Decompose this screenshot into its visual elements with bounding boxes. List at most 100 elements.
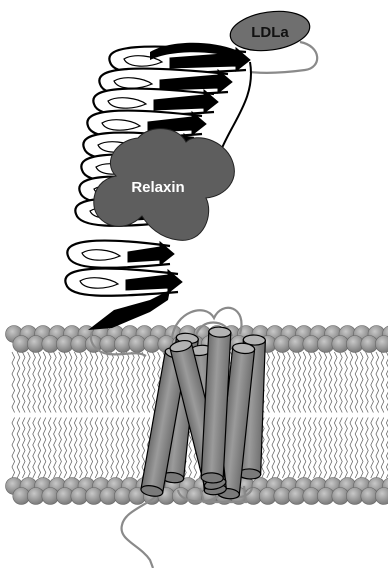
transmembrane-domain bbox=[140, 327, 265, 500]
lipid-tail bbox=[142, 352, 145, 413]
lipid-tail bbox=[371, 418, 374, 479]
lipid-tail bbox=[288, 418, 291, 479]
lipid-tail bbox=[371, 352, 374, 413]
lipid-tail bbox=[54, 352, 57, 413]
lipid-tail bbox=[17, 352, 20, 413]
lipid-tail bbox=[334, 418, 337, 479]
lipid-tail bbox=[267, 418, 270, 479]
lipid-tail bbox=[12, 352, 15, 413]
lipid-tail bbox=[22, 418, 25, 479]
lipid-tail bbox=[340, 418, 343, 479]
lipid-tail bbox=[111, 418, 114, 479]
lipid-tail bbox=[303, 352, 306, 413]
lipid-tail bbox=[59, 352, 62, 413]
lipid-tail bbox=[111, 352, 114, 413]
lipid-tail bbox=[106, 352, 109, 413]
lipid-tail bbox=[43, 352, 46, 413]
lipid-tail bbox=[95, 352, 98, 413]
lipid-tail bbox=[95, 418, 98, 479]
lipid-tail bbox=[282, 352, 285, 413]
lipid-tail bbox=[324, 352, 327, 413]
lipid-tail bbox=[288, 352, 291, 413]
lipid-tail bbox=[126, 352, 129, 413]
lipid-tail bbox=[329, 418, 332, 479]
lipid-tail bbox=[74, 352, 77, 413]
lipid-tail bbox=[54, 418, 57, 479]
lipid-tail bbox=[314, 352, 317, 413]
lipid-tail bbox=[147, 352, 150, 413]
lipid-tail bbox=[33, 418, 36, 479]
lipid-tail bbox=[366, 418, 369, 479]
leucine-rich-repeat bbox=[65, 269, 182, 296]
lipid-tail bbox=[152, 352, 155, 413]
lipid-tail bbox=[116, 418, 119, 479]
lipid-tail bbox=[360, 418, 363, 479]
lipid-tail bbox=[334, 352, 337, 413]
lipid-tail bbox=[69, 352, 72, 413]
lipid-tail bbox=[106, 418, 109, 479]
lipid-tail bbox=[282, 418, 285, 479]
lipid-tail bbox=[116, 352, 119, 413]
leucine-rich-repeat bbox=[67, 241, 174, 268]
lipid-tail bbox=[100, 418, 103, 479]
ldla-module: LDLa bbox=[228, 7, 313, 56]
lipid-tail bbox=[272, 418, 275, 479]
lipid-tail bbox=[376, 418, 379, 479]
lipid-tail bbox=[132, 418, 135, 479]
lipid-tail bbox=[85, 418, 88, 479]
lipid-tail bbox=[100, 352, 103, 413]
lipid-tail bbox=[381, 418, 384, 479]
relaxin-label: Relaxin bbox=[131, 179, 184, 196]
ldla-label: LDLa bbox=[251, 24, 289, 41]
lipid-tail bbox=[272, 352, 275, 413]
lipid-tail bbox=[381, 352, 384, 413]
lipid-tail bbox=[59, 418, 62, 479]
lipid-tail bbox=[80, 418, 83, 479]
lipid-tail bbox=[38, 418, 41, 479]
lipid-tail bbox=[350, 418, 353, 479]
lipid-tail bbox=[319, 418, 322, 479]
lipid-tail bbox=[366, 352, 369, 413]
lipid-tail bbox=[345, 352, 348, 413]
lipid-tail bbox=[319, 352, 322, 413]
lipid-tail bbox=[80, 352, 83, 413]
lipid-tail bbox=[121, 352, 124, 413]
lipid-tail bbox=[137, 418, 140, 479]
lipid-tail bbox=[303, 418, 306, 479]
lipid-tail bbox=[137, 352, 140, 413]
lipid-tail bbox=[308, 418, 311, 479]
lipid-tail bbox=[360, 352, 363, 413]
lipid-tail bbox=[267, 352, 270, 413]
lipid-tail bbox=[33, 352, 36, 413]
lipid-tail bbox=[355, 418, 358, 479]
lipid-tail bbox=[22, 352, 25, 413]
lipid-tail bbox=[64, 352, 67, 413]
lipid-tail bbox=[48, 352, 51, 413]
lipid-tail bbox=[43, 418, 46, 479]
lipid-tail bbox=[277, 352, 280, 413]
lipid-tail bbox=[355, 352, 358, 413]
lipid-tail bbox=[12, 418, 15, 479]
lipid-tail bbox=[340, 352, 343, 413]
lipid-tail bbox=[132, 352, 135, 413]
lipid-tail bbox=[308, 352, 311, 413]
lipid-tail bbox=[293, 418, 296, 479]
lipid-tail bbox=[28, 352, 31, 413]
lipid-tail bbox=[350, 352, 353, 413]
lipid-tail bbox=[90, 418, 93, 479]
lipid-tail bbox=[121, 418, 124, 479]
lipid-tail bbox=[38, 352, 41, 413]
lipid-tail bbox=[324, 418, 327, 479]
lipid-tail bbox=[293, 352, 296, 413]
lipid-tail bbox=[90, 352, 93, 413]
lipid-tail bbox=[277, 418, 280, 479]
lipid-tail bbox=[298, 418, 301, 479]
lipid-tail bbox=[345, 418, 348, 479]
lipid-tail bbox=[28, 418, 31, 479]
lipid-tail bbox=[298, 352, 301, 413]
lipid-tail bbox=[64, 418, 67, 479]
lipid-tail bbox=[126, 418, 129, 479]
lipid-tail bbox=[376, 352, 379, 413]
